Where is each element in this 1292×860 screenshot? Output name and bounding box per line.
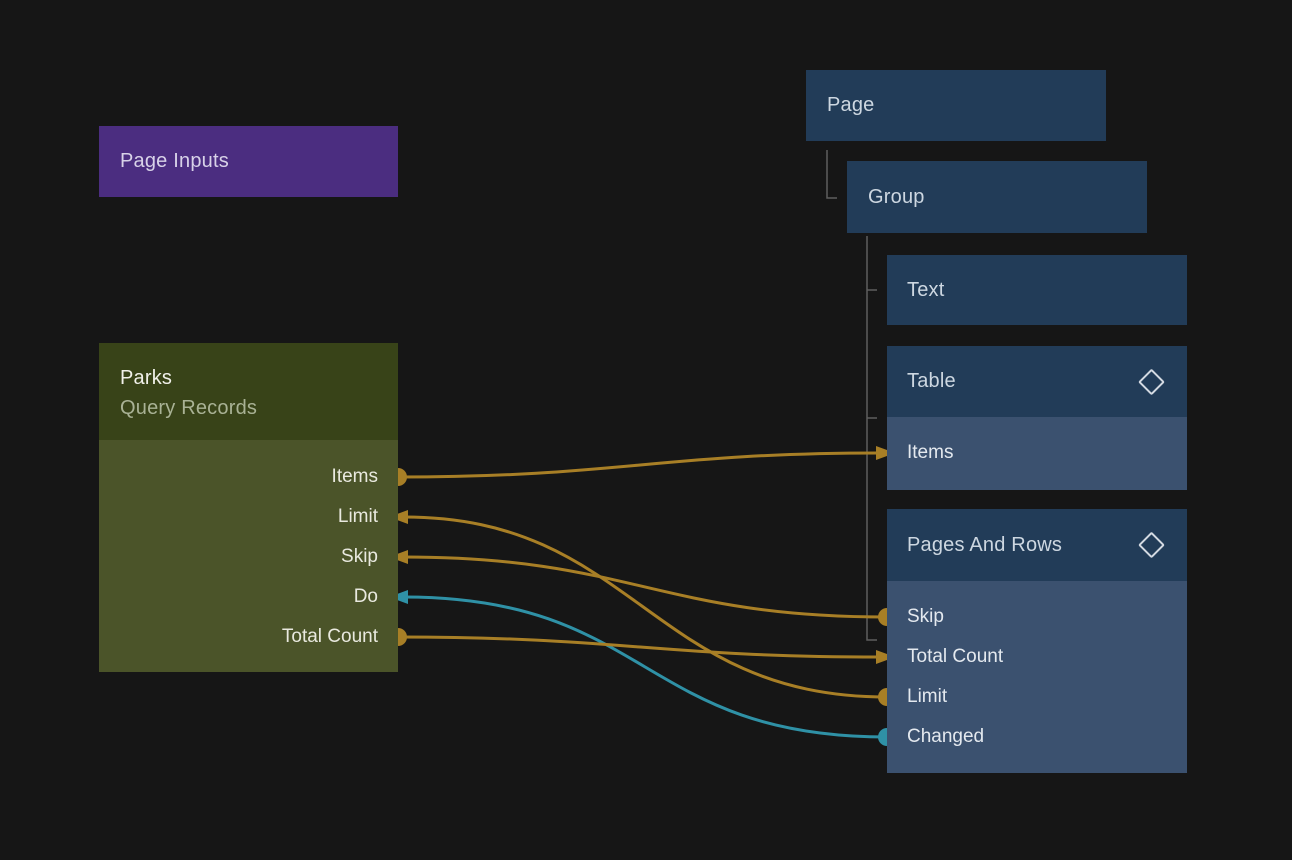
node-table[interactable]: Table Items [887, 346, 1187, 490]
wire-items-to-items[interactable] [397, 451, 881, 479]
wire-changed-to-do[interactable] [403, 595, 888, 739]
node-parks-header[interactable]: Parks Query Records [99, 343, 398, 440]
port-label-items[interactable]: Items [331, 466, 378, 487]
diamond-icon [1138, 531, 1165, 559]
node-table-header[interactable]: Table [887, 346, 1187, 417]
node-page-title: Page [827, 94, 875, 116]
node-text[interactable]: Text [887, 255, 1187, 325]
port-arrow-parks-limit[interactable] [389, 510, 408, 524]
node-text-title: Text [907, 278, 945, 301]
node-pages-and-rows-title: Pages And Rows [907, 533, 1063, 556]
tree-line-page-group [826, 150, 837, 199]
node-parks-body: Items Limit Skip Do Total Count [99, 440, 398, 672]
wire-skip-to-skip[interactable] [403, 555, 888, 619]
node-page-inputs[interactable]: Page Inputs [99, 126, 398, 197]
wire-totalcount-to-totalcount[interactable] [397, 635, 881, 659]
binding-row-skip[interactable]: Skip [907, 606, 944, 627]
node-page[interactable]: Page [806, 70, 1106, 141]
node-pages-and-rows[interactable]: Pages And Rows Skip Total Count Limit Ch… [887, 509, 1187, 773]
node-parks[interactable]: Parks Query Records Items Limit Skip Do … [99, 343, 398, 672]
node-table-title: Table [907, 370, 956, 392]
binding-row-changed[interactable]: Changed [907, 726, 985, 747]
node-pages-and-rows-header[interactable]: Pages And Rows [887, 509, 1187, 581]
node-pages-and-rows-body: Skip Total Count Limit Changed [887, 581, 1187, 773]
port-label-total-count[interactable]: Total Count [281, 626, 378, 647]
tree-line-group-children [866, 236, 877, 641]
wire-limit-to-limit[interactable] [403, 515, 888, 699]
port-arrow-table-items[interactable] [876, 446, 895, 460]
port-label-skip[interactable]: Skip [341, 546, 378, 567]
binding-row-total-count[interactable]: Total Count [907, 646, 1004, 667]
binding-row-limit[interactable]: Limit [907, 686, 948, 707]
node-page-inputs-title: Page Inputs [120, 150, 229, 172]
node-table-body: Items [887, 417, 1187, 490]
port-arrow-parks-do[interactable] [389, 590, 408, 604]
diamond-icon [1138, 368, 1165, 395]
binding-row-items[interactable]: Items [907, 442, 954, 463]
node-parks-subtitle: Query Records [120, 397, 258, 419]
node-group-title: Group [868, 185, 925, 208]
port-arrow-parks-skip[interactable] [389, 550, 408, 564]
port-arrow-par-totalcount[interactable] [876, 650, 895, 664]
port-label-do[interactable]: Do [353, 586, 378, 607]
port-label-limit[interactable]: Limit [337, 506, 378, 527]
node-group[interactable]: Group [847, 161, 1147, 233]
node-parks-title: Parks [120, 367, 173, 389]
